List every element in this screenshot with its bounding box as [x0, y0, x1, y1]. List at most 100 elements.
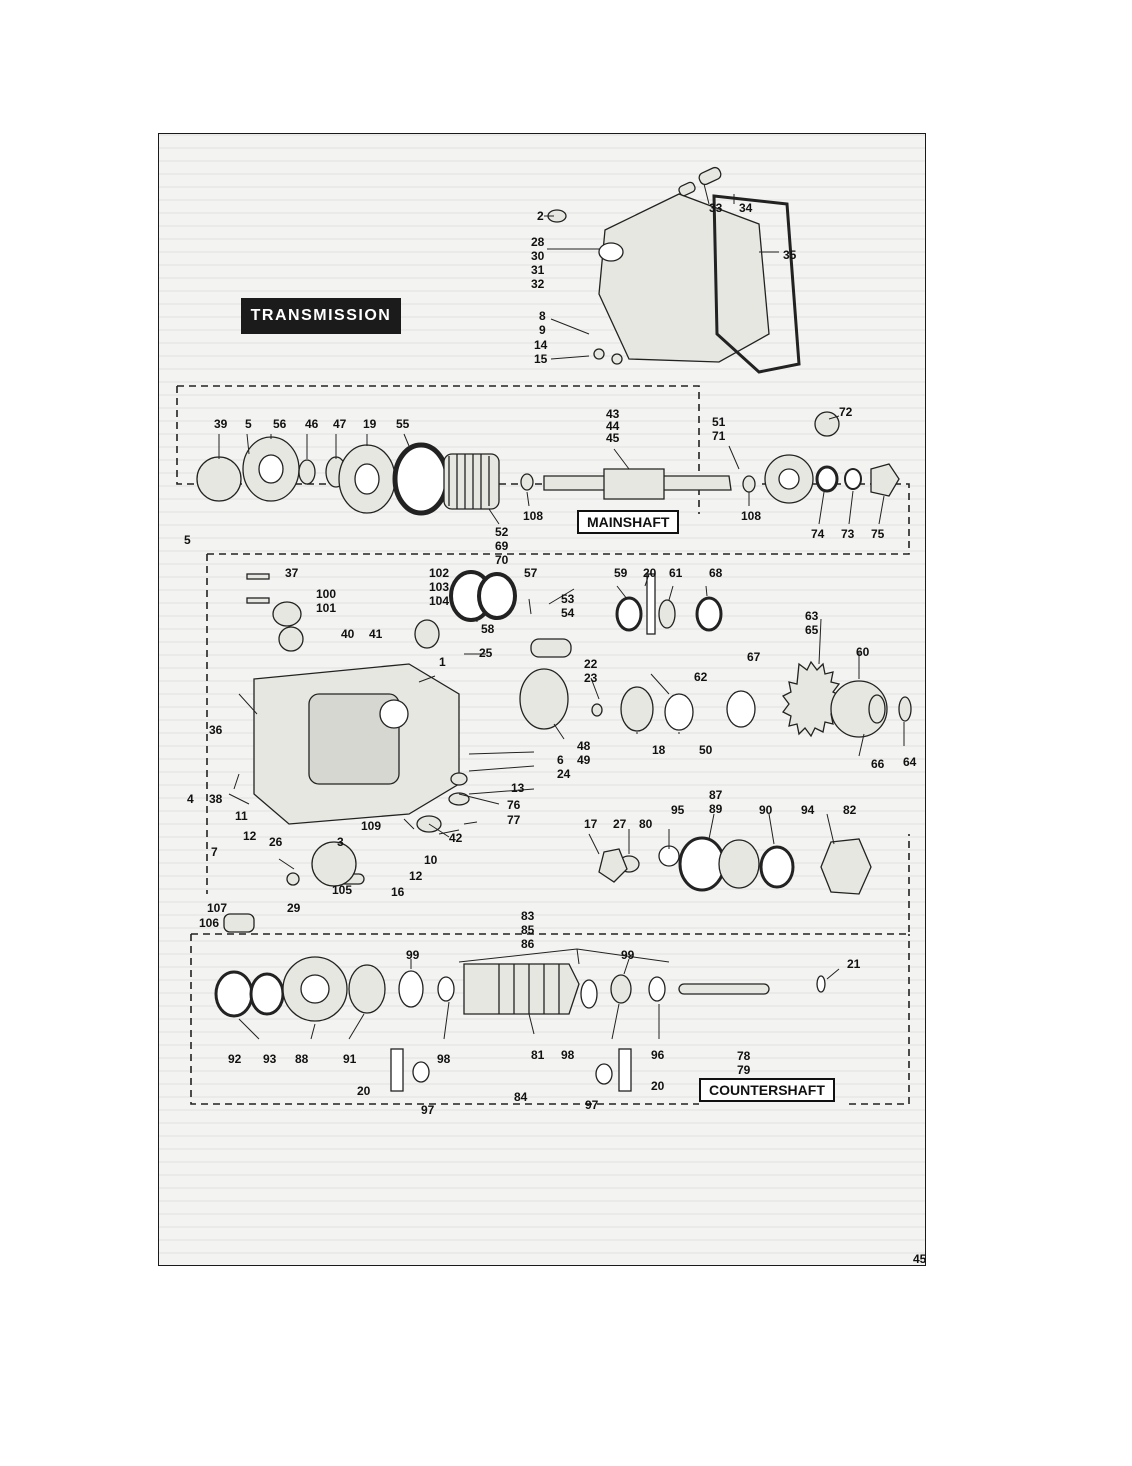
- callout: 105: [332, 883, 352, 897]
- gear-90: [678, 836, 726, 892]
- callout: 21: [847, 957, 861, 971]
- callout: 81: [531, 1048, 545, 1062]
- transmission-cover-group: [547, 166, 801, 374]
- mainshaft-section-label: MAINSHAFT: [577, 510, 680, 534]
- callout: 97: [421, 1103, 435, 1117]
- callout: 99: [406, 948, 420, 962]
- callout: 12: [243, 829, 257, 843]
- callout: 91: [343, 1052, 357, 1066]
- callout: 27: [613, 817, 627, 831]
- dashed-group-border-top: [176, 386, 619, 485]
- callout: 56: [273, 417, 287, 431]
- callout: 11: [235, 809, 248, 823]
- callout: 73: [841, 527, 855, 541]
- callout: 92: [228, 1052, 242, 1066]
- callout: 103: [429, 580, 449, 594]
- callout: 107: [207, 901, 227, 915]
- callout: 96: [651, 1048, 665, 1062]
- shifter-pin: [698, 166, 722, 186]
- callout: 45: [606, 431, 620, 445]
- callout: 72: [839, 405, 853, 419]
- callout: 52: [495, 525, 509, 539]
- page-number: 45: [913, 1252, 927, 1266]
- callout: 93: [263, 1052, 277, 1066]
- gear-105: [311, 841, 357, 887]
- callout: 108: [741, 509, 761, 523]
- countershaft-gear-cluster: [463, 963, 580, 1015]
- callout: 77: [507, 813, 521, 827]
- clutch-gear: [870, 463, 900, 497]
- callout: 53: [561, 592, 575, 606]
- callout: 84: [514, 1090, 528, 1104]
- callout: 38: [209, 792, 223, 806]
- callout: 29: [287, 901, 301, 915]
- countershaft-group: [214, 956, 826, 1092]
- callout: 8: [539, 309, 546, 323]
- page-title: TRANSMISSION: [241, 298, 401, 334]
- callout: 40: [341, 627, 355, 641]
- callout: 71: [712, 429, 726, 443]
- callout: 18: [652, 743, 666, 757]
- callout: 54: [561, 606, 575, 620]
- callout: 63: [805, 609, 819, 623]
- callout: 102: [429, 566, 449, 580]
- callout: 98: [561, 1048, 575, 1062]
- callout: 25: [479, 646, 493, 660]
- callout: 33: [709, 201, 723, 215]
- callout: 5: [184, 533, 191, 547]
- callout: 75: [871, 527, 885, 541]
- callout: 109: [361, 819, 381, 833]
- callout: 7: [211, 845, 218, 859]
- bearing-72: [814, 411, 840, 437]
- sprocket: [782, 660, 843, 738]
- callout: 67: [747, 650, 761, 664]
- callout: 20: [357, 1084, 371, 1098]
- callout: 49: [577, 753, 591, 767]
- gear-82: [820, 838, 872, 895]
- callout: 47: [333, 417, 347, 431]
- callout: 79: [737, 1063, 751, 1077]
- callout: 30: [531, 249, 545, 263]
- callout: 16: [391, 885, 405, 899]
- callout: 55: [396, 417, 410, 431]
- callout: 50: [699, 743, 713, 757]
- callout: 43: [606, 407, 620, 421]
- callout: 62: [694, 670, 708, 684]
- callout: 58: [481, 622, 495, 636]
- callout: 61: [669, 566, 683, 580]
- shifter-rod: [530, 638, 572, 658]
- callout: 65: [805, 623, 819, 637]
- callout: 14: [534, 338, 548, 352]
- callout: 97: [585, 1098, 599, 1112]
- callout: 15: [534, 352, 548, 366]
- main-drive-gear: [443, 453, 500, 510]
- callout: 104: [429, 594, 449, 608]
- sprocket-cover: [830, 680, 888, 738]
- callout: 44: [606, 419, 620, 433]
- callout: 36: [209, 723, 223, 737]
- callout: 101: [316, 601, 336, 615]
- callout: 80: [639, 817, 653, 831]
- callout: 83: [521, 909, 535, 923]
- callout: 90: [759, 803, 773, 817]
- callout: 87: [709, 788, 723, 802]
- mainshaft-group: [196, 411, 900, 516]
- exploded-view-illustration: 2 33 34 28 30 31 32 35 8 9 14 15 39 5 56…: [176, 166, 917, 1117]
- callout: 60: [856, 645, 870, 659]
- cover-gasket: [712, 194, 801, 374]
- callout: 19: [363, 417, 377, 431]
- callout: 3: [337, 835, 344, 849]
- callout: 94: [801, 803, 815, 817]
- callout: 69: [495, 539, 509, 553]
- callout: 32: [531, 277, 545, 291]
- callout: 48: [577, 739, 591, 753]
- callout: 70: [495, 553, 509, 567]
- callout: 68: [709, 566, 723, 580]
- side-cover: [598, 193, 770, 363]
- callout: 12: [409, 869, 423, 883]
- callout: 64: [903, 755, 917, 769]
- bearing-race: [392, 442, 450, 516]
- callout: 17: [584, 817, 598, 831]
- callout: 95: [671, 803, 685, 817]
- callout: 9: [539, 323, 546, 337]
